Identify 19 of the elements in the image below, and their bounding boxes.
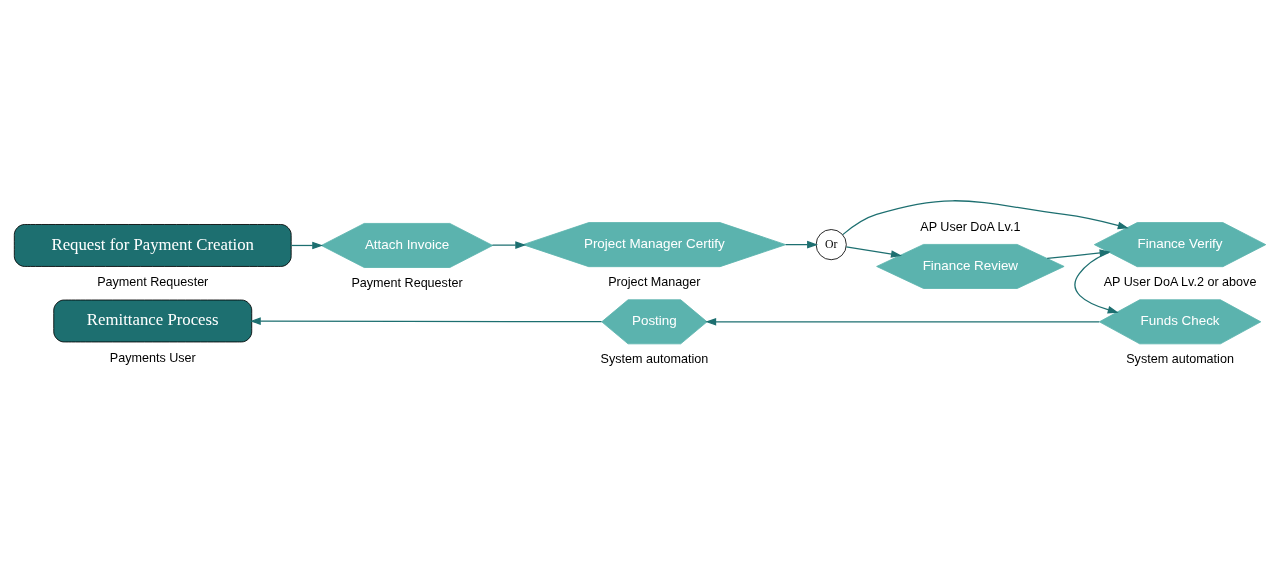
node-label: Payments User	[109, 350, 196, 365]
node-label: Project Manager	[608, 274, 701, 289]
node-label: AP User DoA Lv.1	[920, 219, 1021, 234]
arrow	[491, 240, 527, 249]
arrow	[845, 245, 902, 258]
arrow	[249, 316, 603, 325]
node-label: AP User DoA Lv.2 or above	[1103, 274, 1257, 289]
node-box: Remittance Process	[53, 299, 253, 342]
node-box: Request for Payment Creation	[13, 223, 292, 267]
arrow	[1074, 251, 1119, 313]
node-circle: Or	[815, 228, 847, 260]
arrow	[842, 199, 1129, 235]
node-label: System automation	[1126, 351, 1234, 366]
node-label: Payment Requester	[97, 274, 209, 289]
node-label: System automation	[600, 351, 709, 366]
arrow	[785, 240, 818, 248]
arrow	[705, 317, 1100, 326]
node-label: Payment Requester	[351, 275, 463, 290]
arrow	[290, 241, 324, 249]
